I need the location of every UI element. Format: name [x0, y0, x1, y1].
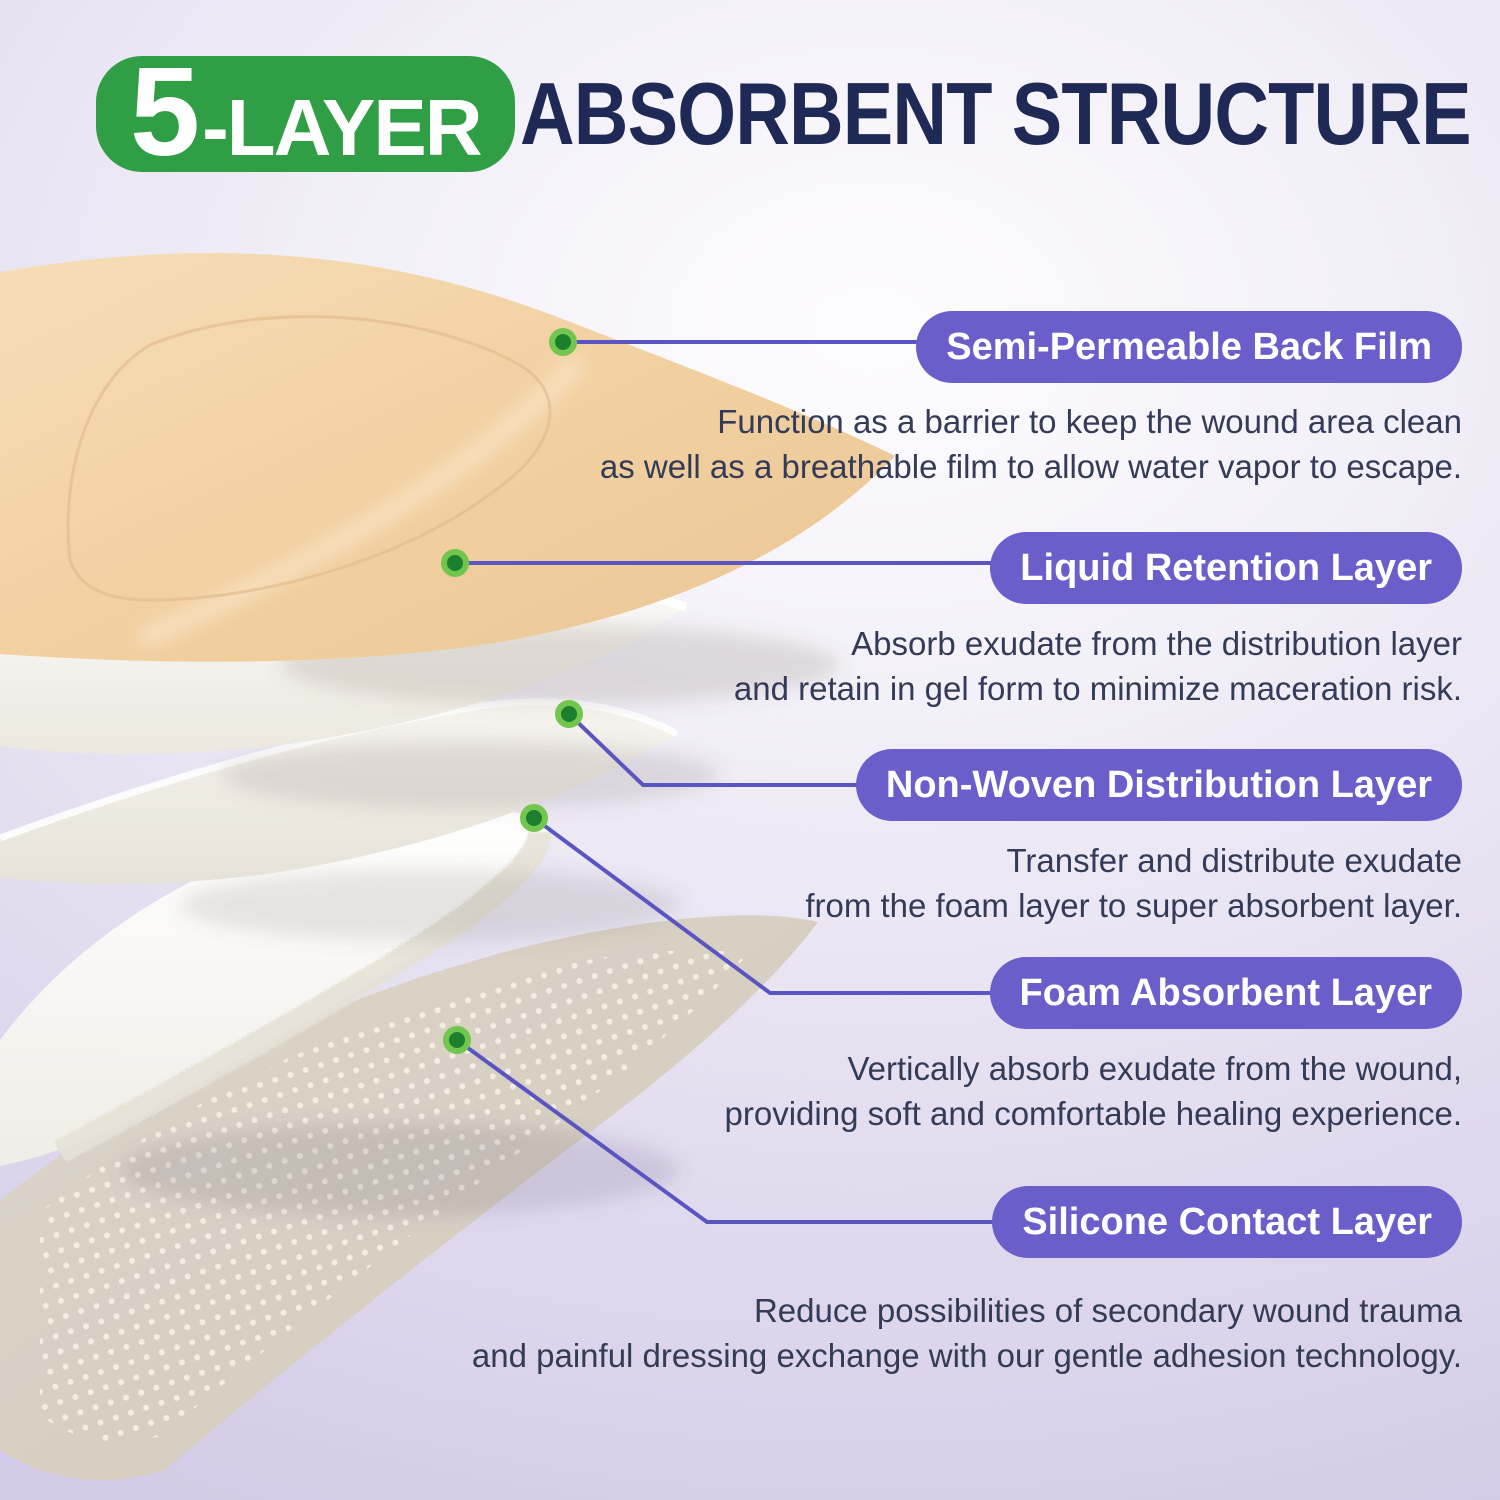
- desc-line: and painful dressing exchange with our g…: [471, 1337, 1462, 1374]
- desc-line: Transfer and distribute exudate: [1006, 842, 1462, 879]
- leader-lines: [455, 340, 1028, 1224]
- pill-non-woven-distribution-layer: Non-Woven Distribution Layer: [855, 749, 1462, 821]
- pill-liquid-retention-layer: Liquid Retention Layer: [990, 532, 1462, 604]
- desc-foam-absorbent-layer: Vertically absorb exudate from the wound…: [725, 1046, 1462, 1136]
- desc-line: providing soft and comfortable healing e…: [724, 1095, 1462, 1132]
- five-layer-badge: 5-LAYER: [96, 41, 515, 182]
- desc-non-woven-distribution-layer: Transfer and distribute exudate from the…: [805, 838, 1462, 928]
- marker-dot-back-film: [549, 328, 577, 356]
- page-title: ABSORBENT STRUCTURE: [520, 64, 1472, 163]
- leader-line-silicone: [455, 1038, 1028, 1224]
- semi-permeable-back-film-art: [0, 253, 895, 662]
- pill-silicone-contact-layer: Silicone Contact Layer: [992, 1186, 1462, 1258]
- retention-shadow: [220, 741, 720, 809]
- desc-line: from the foam layer to super absorbent l…: [805, 887, 1462, 924]
- desc-liquid-retention-layer: Absorb exudate from the distribution lay…: [734, 621, 1462, 711]
- pill-foam-absorbent-layer: Foam Absorbent Layer: [989, 957, 1462, 1029]
- desc-line: as well as a breathable film to allow wa…: [599, 448, 1462, 485]
- desc-silicone-contact-layer: Reduce possibilities of secondary wound …: [472, 1288, 1462, 1378]
- badge-number: 5: [130, 41, 200, 182]
- leader-line-nonwoven: [567, 712, 901, 787]
- marker-dot-silicone: [443, 1026, 471, 1054]
- marker-dot-nonwoven: [555, 700, 583, 728]
- desc-semi-permeable-back-film: Function as a barrier to keep the wound …: [600, 399, 1462, 489]
- layer-marker-dots: [441, 328, 583, 1054]
- nonwoven-shadow: [180, 869, 680, 941]
- pill-semi-permeable-back-film: Semi-Permeable Back Film: [916, 311, 1462, 383]
- desc-line: Vertically absorb exudate from the wound…: [847, 1050, 1462, 1087]
- desc-line: Reduce possibilities of secondary wound …: [753, 1292, 1462, 1329]
- marker-dot-foam: [520, 804, 548, 832]
- foam-shadow: [120, 1124, 680, 1216]
- desc-line: Function as a barrier to keep the wound …: [717, 403, 1462, 440]
- desc-line: and retain in gel form to minimize macer…: [733, 670, 1462, 707]
- desc-line: Absorb exudate from the distribution lay…: [851, 625, 1462, 662]
- marker-dot-retention: [441, 549, 469, 577]
- leader-line-foam: [532, 816, 1006, 995]
- badge-suffix: -LAYER: [202, 83, 482, 172]
